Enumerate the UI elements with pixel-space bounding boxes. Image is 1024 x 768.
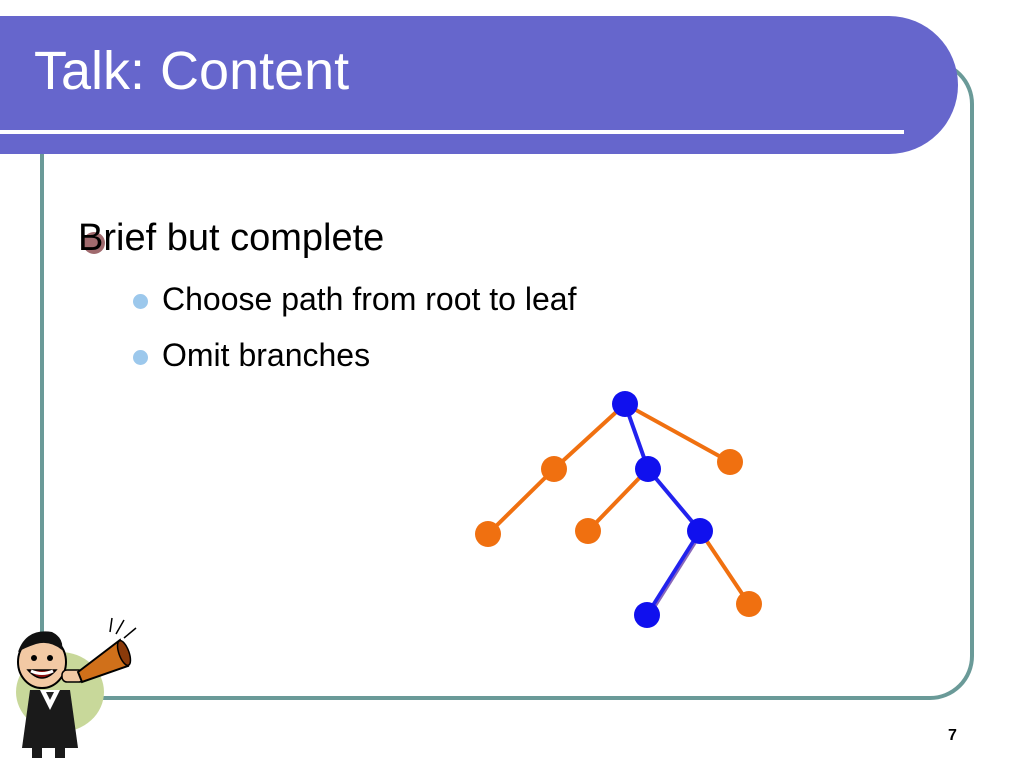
tree-edge-branch xyxy=(624,402,731,464)
tree-node-leaf xyxy=(634,602,660,628)
tree-edge-path xyxy=(646,467,702,533)
bullet-choose-path: Choose path from root to leaf xyxy=(162,281,577,317)
bullet-dot-level2 xyxy=(133,350,148,365)
page-number: 7 xyxy=(948,727,957,744)
tree-node-branch xyxy=(736,591,762,617)
tree-edge-path xyxy=(645,529,702,617)
bullet-omit-branches: Omit branches xyxy=(162,337,371,373)
tree-edge-branch xyxy=(698,529,751,606)
tree-node-root xyxy=(612,391,638,417)
tree-node-branch xyxy=(575,518,601,544)
tree-node-branch xyxy=(541,456,567,482)
tree-node-path xyxy=(635,456,661,482)
tree-edge-branch xyxy=(552,402,627,471)
tree-node-branch xyxy=(475,521,501,547)
tree-node-branch xyxy=(717,449,743,475)
title-underline xyxy=(0,130,904,134)
tree-edge-branch xyxy=(586,467,650,533)
tree-edge-branch xyxy=(486,467,556,536)
bullet-brief-but-complete: Brief but complete xyxy=(78,217,385,259)
tree-edge-path-shadow xyxy=(648,532,703,618)
man-with-megaphone-clipart-icon xyxy=(16,617,137,758)
bullet-dot-level1 xyxy=(83,232,105,254)
bullet-dot-level2 xyxy=(133,294,148,309)
tree-node-path xyxy=(687,518,713,544)
content-frame xyxy=(40,60,974,700)
slide-title: Talk: Content xyxy=(34,41,350,101)
